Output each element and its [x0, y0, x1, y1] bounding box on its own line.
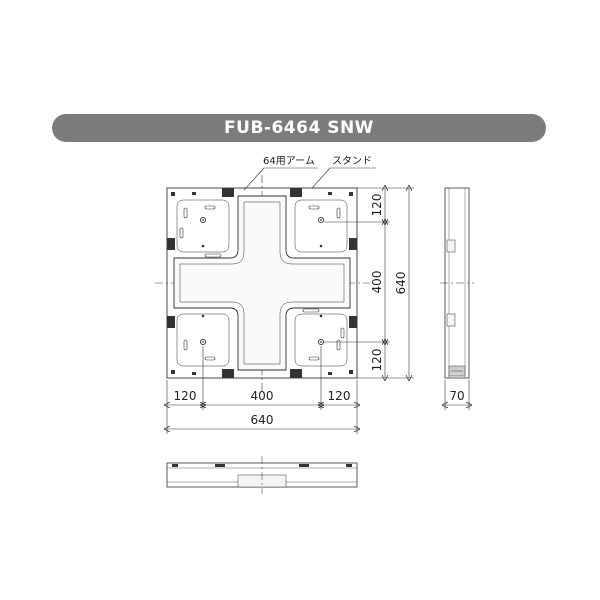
front-view	[166, 456, 358, 494]
callouts	[243, 167, 376, 191]
side-dimension	[445, 380, 469, 410]
dim-bottom-total: 640	[251, 413, 274, 427]
product-title: FUB-6464 SNW	[224, 118, 374, 138]
slots	[179, 205, 345, 361]
dim-bottom-left: 120	[174, 389, 197, 403]
top-view	[155, 175, 370, 392]
cross-cutout	[173, 195, 351, 371]
dim-right-total: 640	[394, 272, 408, 295]
mount-holes	[199, 216, 325, 346]
corner-marks	[171, 192, 353, 375]
bottom-dimensions	[167, 346, 357, 434]
dim-bottom-right: 120	[328, 389, 351, 403]
stand-label: スタンド	[332, 155, 372, 167]
arm-brackets	[167, 188, 357, 378]
dim-right-top: 120	[370, 194, 384, 217]
dim-bottom-middle: 400	[251, 389, 274, 403]
quadrant-panel-tr	[294, 199, 348, 253]
title-bar: FUB-6464 SNW	[52, 114, 546, 142]
arm-label: 64用アーム	[263, 155, 315, 167]
dim-side-depth: 70	[449, 389, 464, 403]
side-view	[440, 187, 474, 379]
quadrant-panel-tl	[176, 199, 230, 253]
right-dimensions	[324, 188, 414, 378]
dim-right-bottom: 120	[370, 349, 384, 372]
dim-right-middle: 400	[370, 271, 384, 294]
